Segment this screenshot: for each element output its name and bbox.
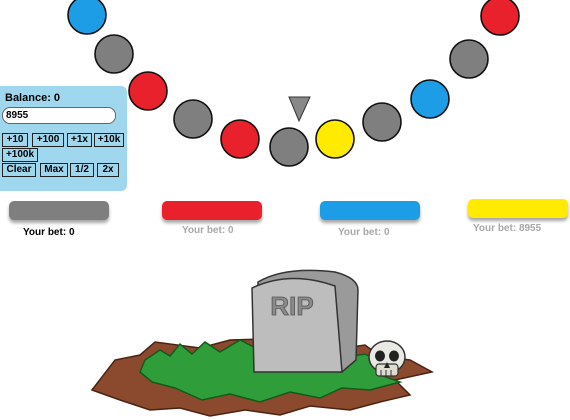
red-bet-display: Your bet: 0	[182, 225, 234, 236]
max-button[interactable]: Max	[40, 163, 68, 177]
wheel-balls	[67, 0, 520, 167]
wheel-ball-gray	[94, 34, 134, 74]
bet-panel: Balance: 0 +10 +100 +1x +10k +100k Clear…	[0, 86, 127, 191]
double-button[interactable]: 2x	[97, 163, 119, 177]
graveyard-scene: RIP	[90, 269, 435, 417]
balance-label: Balance:	[5, 92, 51, 104]
red-bet-label: Your bet:	[182, 225, 226, 236]
gray-bet-display: Your bet: 0	[23, 227, 75, 238]
wheel-ball-red	[480, 0, 520, 36]
gray-bet-pad[interactable]	[9, 201, 109, 220]
yellow-bet-pad[interactable]	[468, 199, 568, 218]
blue-bet-label: Your bet:	[338, 227, 382, 238]
add-1x-button[interactable]: +1x	[67, 133, 92, 147]
wheel-ball-gray	[173, 99, 213, 139]
blue-bet-display: Your bet: 0	[338, 227, 390, 238]
add-100-button[interactable]: +100	[32, 133, 64, 147]
gray-bet-value: 0	[68, 227, 75, 238]
tombstone-inscription: RIP	[270, 291, 313, 321]
half-button[interactable]: 1/2	[70, 163, 94, 177]
red-bet-pad[interactable]	[162, 201, 262, 220]
gray-bet-label: Your bet:	[23, 227, 67, 238]
bet-amount-input[interactable]	[2, 107, 116, 124]
blue-bet-pad[interactable]	[320, 201, 420, 220]
red-bet-value: 0	[227, 225, 234, 236]
add-100k-button[interactable]: +100k	[2, 148, 38, 162]
add-10-button[interactable]: +10	[2, 133, 28, 147]
yellow-bet-value: 8955	[518, 223, 542, 234]
roulette-wheel	[67, 0, 520, 167]
wheel-ball-blue	[67, 0, 107, 35]
wheel-ball-blue	[410, 79, 450, 119]
wheel-ball-yellow	[315, 119, 355, 159]
blue-bet-value: 0	[383, 227, 390, 238]
skull-icon	[368, 340, 406, 377]
add-10k-button[interactable]: +10k	[94, 133, 124, 147]
wheel-ball-gray	[362, 102, 402, 142]
yellow-bet-label: Your bet:	[473, 223, 517, 234]
yellow-bet-display: Your bet: 8955	[473, 223, 541, 234]
wheel-ball-red	[220, 119, 260, 159]
wheel-ball-gray	[449, 39, 489, 79]
clear-button[interactable]: Clear	[2, 163, 36, 177]
balance-display: Balance: 0	[5, 92, 60, 104]
wheel-ball-red	[128, 71, 168, 111]
tombstone	[251, 277, 343, 373]
pointer-arrow-icon	[288, 96, 311, 123]
wheel-ball-gray	[269, 127, 309, 167]
balance-value: 0	[53, 92, 61, 104]
